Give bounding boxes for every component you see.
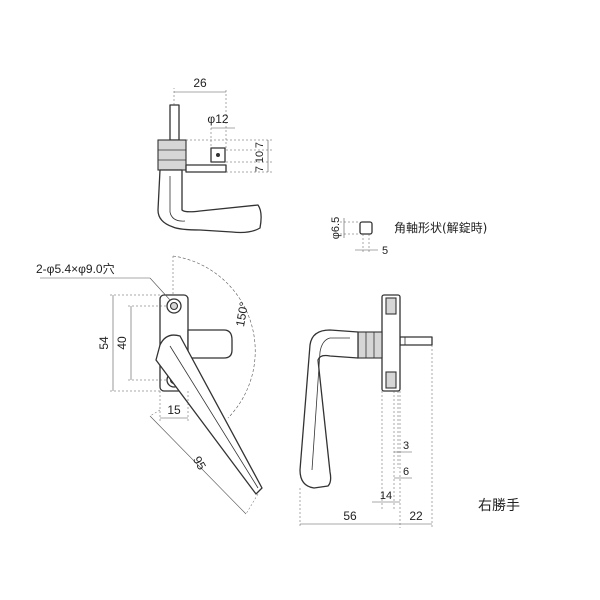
- dim-56-label: 56: [343, 509, 357, 523]
- dim-15-label: 15: [167, 403, 181, 417]
- shaft-profile: φ6.5 5 角軸形状(解錠時): [330, 217, 487, 257]
- dim-54-label: 54: [97, 336, 111, 350]
- dim-10-label: 10: [254, 151, 266, 163]
- top-view: 26 φ12 7 10 7: [157, 76, 272, 234]
- hole-spec-label: 2-φ5.4×φ9.0穴: [36, 261, 115, 276]
- top-spindle: [169, 104, 180, 141]
- dim-95-label: 95: [190, 454, 209, 473]
- side-collar: [357, 331, 383, 359]
- top-shaft-center: [216, 153, 220, 157]
- dim-40-label: 40: [115, 336, 129, 350]
- front-view: 150° 2-φ5.4×φ9.0穴 54 40 15: [36, 255, 263, 515]
- rotation-arc: [172, 255, 256, 419]
- hand-label: 右勝手: [478, 498, 520, 514]
- shaft-square-icon: [359, 221, 373, 235]
- dim-phi12-label: φ12: [207, 112, 228, 126]
- dim-7b-label: 7: [254, 166, 266, 172]
- dim-150deg-label: 150°: [233, 301, 251, 328]
- dim-5-label: 5: [382, 245, 388, 257]
- dim-phi65-label: φ6.5: [330, 217, 342, 239]
- dim-7a-label: 7: [254, 142, 266, 148]
- top-handle-lever: [157, 169, 262, 234]
- top-collar: [157, 139, 187, 171]
- shaft-caption: 角軸形状(解錠時): [394, 220, 487, 235]
- front-lever-arm: [155, 334, 263, 495]
- latch-tongue: [187, 329, 233, 359]
- top-base-plate: [185, 164, 227, 173]
- dim-22-label: 22: [409, 509, 423, 523]
- dim-14-label: 14: [380, 490, 392, 502]
- dim-3-label: 3: [403, 440, 409, 452]
- dim-6-label: 6: [403, 466, 409, 478]
- side-view: 3 6 14 56 22: [299, 294, 433, 528]
- side-handle: [299, 329, 359, 489]
- dim-26-label: 26: [193, 76, 207, 90]
